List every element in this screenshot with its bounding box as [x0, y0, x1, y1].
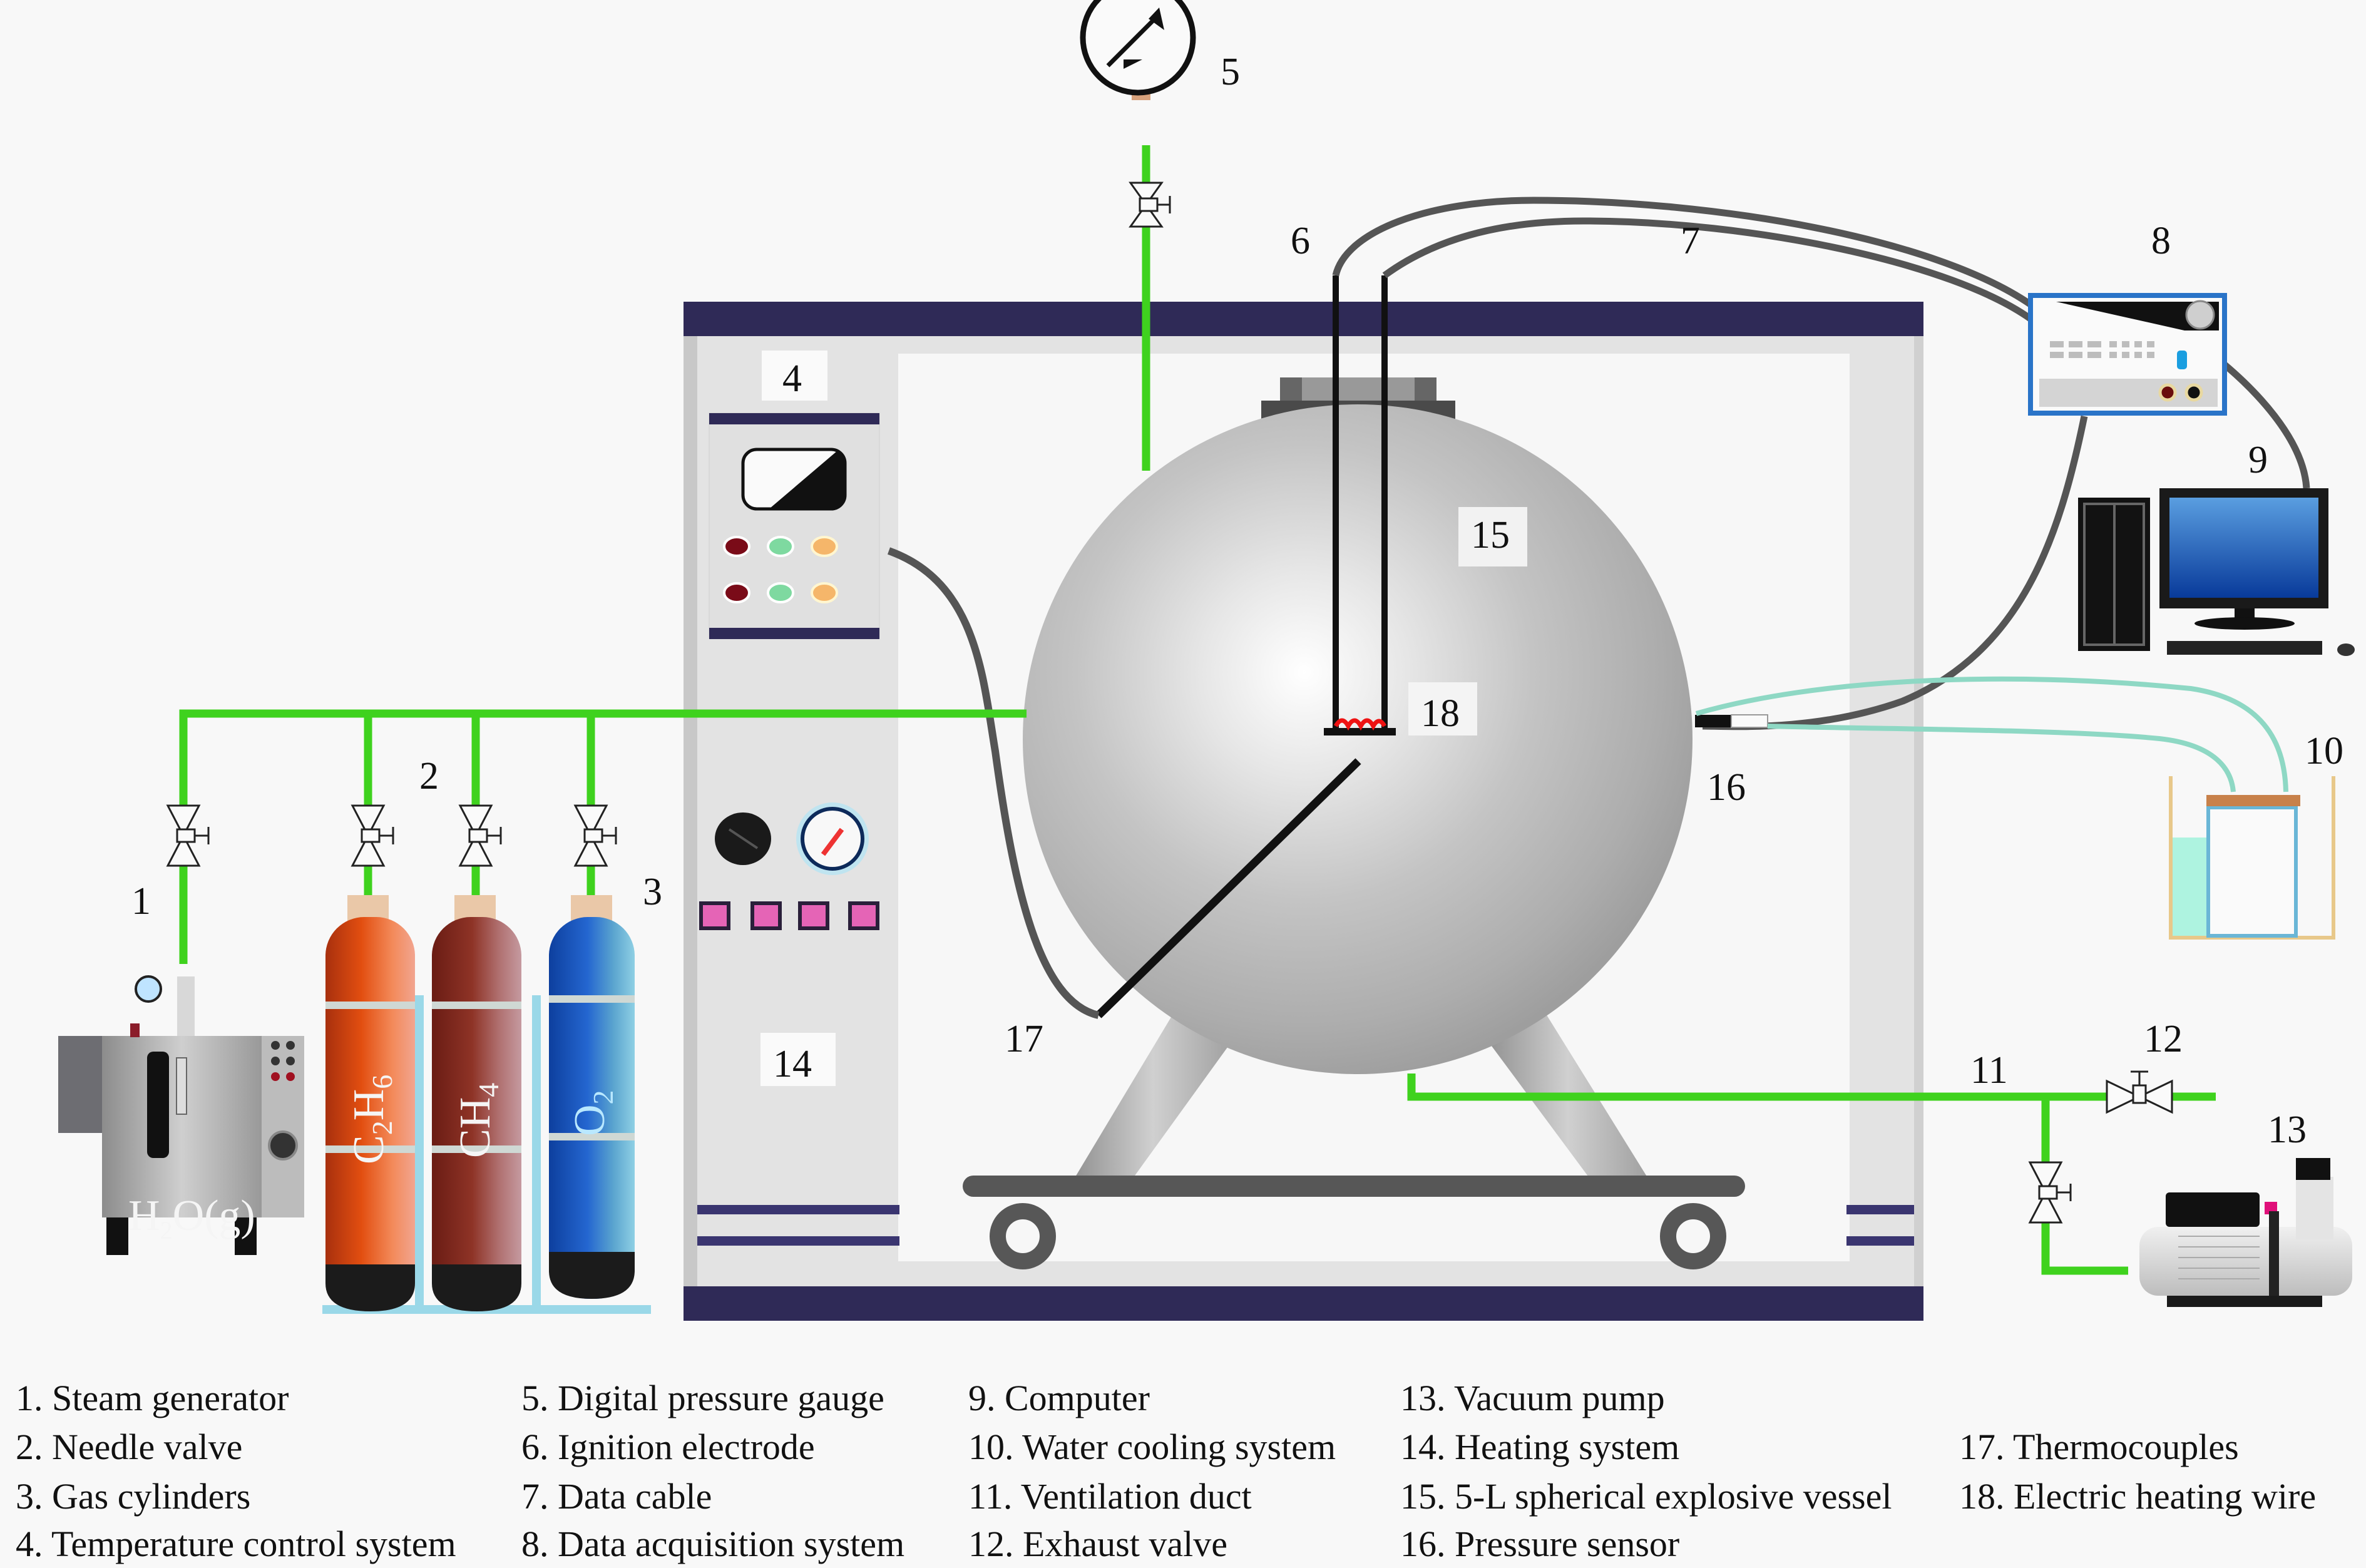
cart-wheel: [990, 1203, 1056, 1269]
legend-item: 7. Data cable: [521, 1476, 712, 1517]
callout-16: 16: [1707, 766, 1746, 809]
heater-switch: [750, 901, 782, 930]
callout-2: 2: [419, 755, 439, 797]
gas-cylinders: C2H6 CH4 O2: [322, 895, 651, 1314]
indicator-light-amber: [811, 536, 838, 557]
vacuum-pump: [2139, 1158, 2352, 1307]
needle-valve-icon: [2028, 1161, 2072, 1224]
legend-item: 12. Exhaust valve: [968, 1524, 1227, 1564]
steam-generator: H2O(g): [58, 975, 304, 1255]
callout-4: 4: [782, 357, 802, 400]
methane-cylinder: CH4: [432, 895, 521, 1311]
legend-item: 2. Needle valve: [16, 1427, 243, 1467]
callout-12: 12: [2144, 1018, 2183, 1060]
callout-5: 5: [1221, 51, 1240, 93]
steam-pressure-gauge-icon: [135, 975, 162, 1003]
legend-item: 18. Electric heating wire: [1959, 1476, 2317, 1517]
heater-switch: [848, 901, 879, 930]
spherical-explosive-vessel: [1023, 377, 1693, 1074]
callout-11: 11: [1970, 1049, 2008, 1092]
callout-17: 17: [1005, 1018, 1043, 1060]
callout-9: 9: [2248, 439, 2268, 481]
indicator-light-red: [723, 536, 750, 557]
cart-wheel: [1660, 1203, 1726, 1269]
heating-system-controls: [699, 802, 879, 930]
callout-labels: 1 2 3 4 5 6 7 8 9 10 11 12 13 14 15 16 1…: [131, 51, 2343, 1151]
callout-18: 18: [1421, 692, 1460, 735]
legend-item: 3. Gas cylinders: [16, 1476, 251, 1517]
needle-valve-icon: [166, 804, 210, 867]
steam-label: H2O(g): [128, 1192, 255, 1244]
indicator-light-amber: [811, 582, 838, 603]
legend-item: 17. Thermocouples: [1959, 1427, 2239, 1467]
ventilation-duct: [1407, 1074, 2216, 1101]
exhaust-valve-icon: [2106, 1070, 2173, 1114]
callout-15: 15: [1471, 514, 1510, 556]
vessel-stand: [963, 1008, 1745, 1269]
legend-item: 5. Digital pressure gauge: [521, 1378, 884, 1418]
needle-valve-icon: [1129, 182, 1171, 228]
ethane-label: C2H6: [345, 1075, 398, 1164]
temperature-control-system: [709, 412, 880, 639]
frame-top-band: [684, 302, 1923, 336]
water-cooling-lines: [1695, 676, 2288, 792]
oxygen-cylinder: O2: [549, 895, 635, 1299]
legend-item: 1. Steam generator: [16, 1378, 289, 1418]
needle-valve-icon: [351, 804, 394, 867]
electric-heating-wire: [1333, 718, 1387, 731]
legend-item: 4. Temperature control system: [16, 1524, 456, 1564]
pressure-gauge-icon: [1080, 0, 1196, 96]
legend-item: 16. Pressure sensor: [1400, 1524, 1680, 1564]
legend-item: 9. Computer: [968, 1378, 1150, 1418]
indicator-light-green: [767, 536, 794, 557]
callout-3: 3: [643, 871, 662, 913]
heater-switch: [798, 901, 829, 930]
legend-item: 15. 5-L spherical explosive vessel: [1400, 1476, 1892, 1517]
methane-label: CH4: [451, 1083, 504, 1158]
needle-valve-icon: [573, 804, 617, 867]
oxygen-label: O2: [566, 1090, 619, 1136]
callout-6: 6: [1291, 220, 1310, 262]
callout-14: 14: [773, 1043, 812, 1085]
callout-13: 13: [2268, 1109, 2307, 1151]
water-cooling-system: [2169, 776, 2335, 940]
thermocouple: [887, 547, 1361, 1019]
legend-item: 8. Data acquisition system: [521, 1524, 905, 1564]
callout-1: 1: [131, 880, 151, 923]
keyboard: [2167, 641, 2322, 655]
indicator-light-red: [723, 582, 750, 603]
pressure-sensor: [1695, 714, 1768, 728]
legend-item: 10. Water cooling system: [968, 1427, 1336, 1467]
ignition-electrode: [1324, 275, 1396, 735]
legend-item: 14. Heating system: [1400, 1427, 1680, 1467]
digital-pressure-gauge: [1080, 0, 1196, 100]
callout-10: 10: [2305, 730, 2343, 772]
legend-item: 11. Ventilation duct: [968, 1476, 1252, 1517]
heater-switch: [699, 901, 730, 930]
needle-valves: [166, 182, 2173, 1224]
callout-7: 7: [1681, 220, 1700, 262]
ethane-cylinder: C2H6: [325, 895, 415, 1311]
legend: 1. Steam generator 2. Needle valve 3. Ga…: [0, 1365, 2366, 1568]
legend-item: 6. Ignition electrode: [521, 1427, 815, 1467]
needle-valve-icon: [458, 804, 502, 867]
data-acquisition-system: [2028, 293, 2227, 416]
cart-bar: [963, 1176, 1745, 1197]
mouse: [2337, 643, 2355, 656]
frame-bottom-band: [684, 1286, 1923, 1321]
computer: [2078, 488, 2355, 656]
indicator-light-green: [767, 582, 794, 603]
legend-item: 13. Vacuum pump: [1400, 1378, 1665, 1418]
callout-8: 8: [2151, 220, 2171, 262]
